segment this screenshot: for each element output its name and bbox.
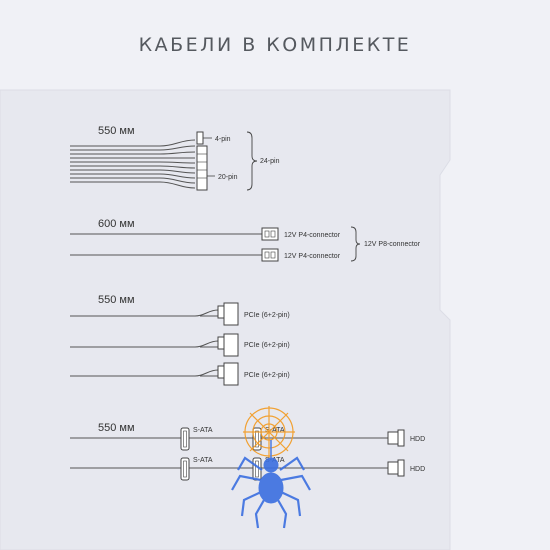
- cpu-brace: [350, 226, 361, 262]
- page-title: КАБЕЛИ В КОМПЛЕКТЕ: [138, 34, 412, 56]
- cpu-p4-label-a: 12V P4-connector: [284, 232, 341, 239]
- pcie-connector-3: [223, 362, 239, 386]
- pcie-label-2: PCIe (6+2-pin): [244, 342, 290, 349]
- pcie-length-label: 550 мм: [98, 294, 135, 306]
- pcie-connector-3-cap: [217, 365, 225, 379]
- hdd-label-1: HDD: [410, 436, 425, 443]
- sata-length-label: 550 мм: [98, 422, 135, 434]
- sata-connector-1: [180, 427, 190, 451]
- spider-logo-icon: [231, 406, 311, 529]
- pcie-connector-2: [223, 333, 239, 357]
- hdd-connector-2: [387, 461, 399, 475]
- atx-4pin-label: 4-pin: [215, 136, 231, 143]
- cpu-p4-connector-a: [261, 227, 279, 241]
- cpu-p8-label: 12V P8-connector: [364, 241, 421, 248]
- sata-connector-3: [180, 457, 190, 481]
- sata-label-1: S-ATA: [193, 427, 213, 434]
- atx-wires: [70, 139, 196, 189]
- hdd-label-2: HDD: [410, 466, 425, 473]
- hdd-connector-1: [387, 431, 399, 445]
- cpu-length-label: 600 мм: [98, 218, 135, 230]
- sata-label-2: S-ATA: [265, 427, 285, 434]
- atx-20pin-label: 20-pin: [218, 174, 238, 181]
- cpu-p4-connector-b: [261, 248, 279, 262]
- atx-24pin-label: 24-pin: [260, 158, 280, 165]
- pcie-connector-2-cap: [217, 336, 225, 350]
- atx-brace: [246, 131, 258, 191]
- atx-cable-group: 550 мм 4-pin: [70, 125, 280, 191]
- cpu-cable-group: 600 мм 12V P4-connector 12V P4-connector…: [70, 218, 421, 262]
- atx-length-label: 550 мм: [98, 125, 135, 137]
- pcie-connector-1: [223, 302, 239, 326]
- pcie-label-3: PCIe (6+2-pin): [244, 372, 290, 379]
- pcie-connector-1-cap: [217, 305, 225, 319]
- pcie-cable-group: 550 мм PCIe (6+2-pin) PCIe (6+2-pin) PCI…: [70, 294, 290, 386]
- pcie-label-1: PCIe (6+2-pin): [244, 312, 290, 319]
- sata-label-3: S-ATA: [193, 457, 213, 464]
- cpu-p4-label-b: 12V P4-connector: [284, 253, 341, 260]
- atx-4pin-connector: [196, 131, 204, 145]
- atx-20pin-connector: [196, 145, 208, 191]
